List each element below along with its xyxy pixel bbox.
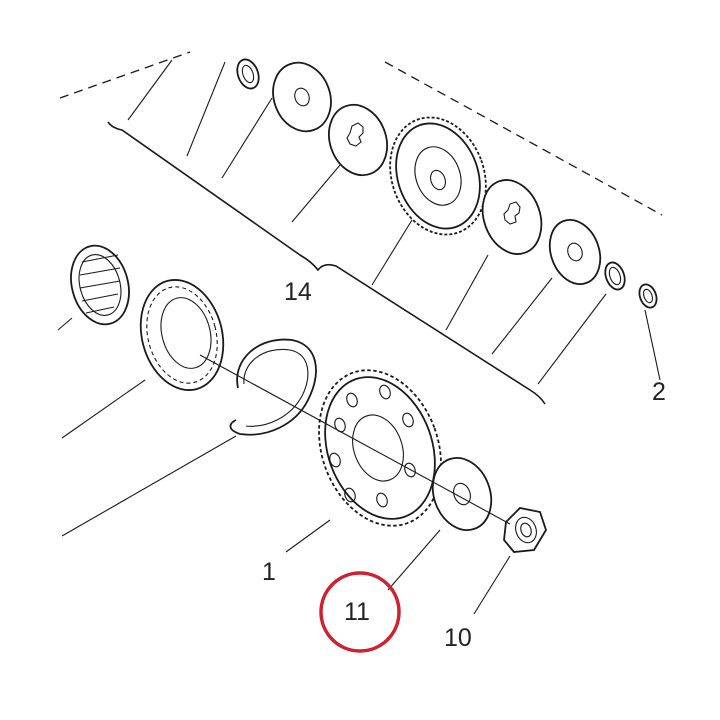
needle-bearing — [70, 244, 130, 326]
tab-washer-2 — [481, 179, 543, 255]
group-bracket — [107, 121, 546, 405]
leader-bearing — [57, 317, 73, 331]
small-washer — [638, 283, 658, 309]
highlight-circle — [319, 571, 401, 653]
callout-2: 2 — [652, 378, 666, 406]
leader-clutch — [61, 379, 146, 439]
hex-nut — [503, 507, 547, 553]
sprag-clutch — [139, 279, 225, 391]
small-circlip — [236, 58, 260, 90]
leader-nut — [473, 555, 511, 615]
shaft-axis — [199, 354, 511, 525]
large-driven-gear — [389, 116, 487, 236]
upper-leader-lines — [127, 59, 661, 385]
upper-assembly — [236, 58, 658, 309]
thrust-washer-2 — [548, 219, 602, 285]
leader-washer — [387, 529, 441, 591]
callout-11: 11 — [344, 598, 370, 626]
callout-10: 10 — [444, 624, 472, 652]
callout-1: 1 — [262, 558, 276, 586]
leader-gear — [285, 519, 331, 553]
washer-11 — [431, 457, 493, 531]
leader-ring — [61, 435, 237, 537]
circlip-2 — [604, 261, 626, 291]
callout-14: 14 — [284, 278, 312, 306]
retaining-ring — [229, 338, 317, 436]
starter-gear — [318, 369, 442, 527]
thrust-washer — [272, 61, 332, 133]
center-axis-lines — [59, 51, 663, 216]
tab-washer — [328, 103, 388, 177]
